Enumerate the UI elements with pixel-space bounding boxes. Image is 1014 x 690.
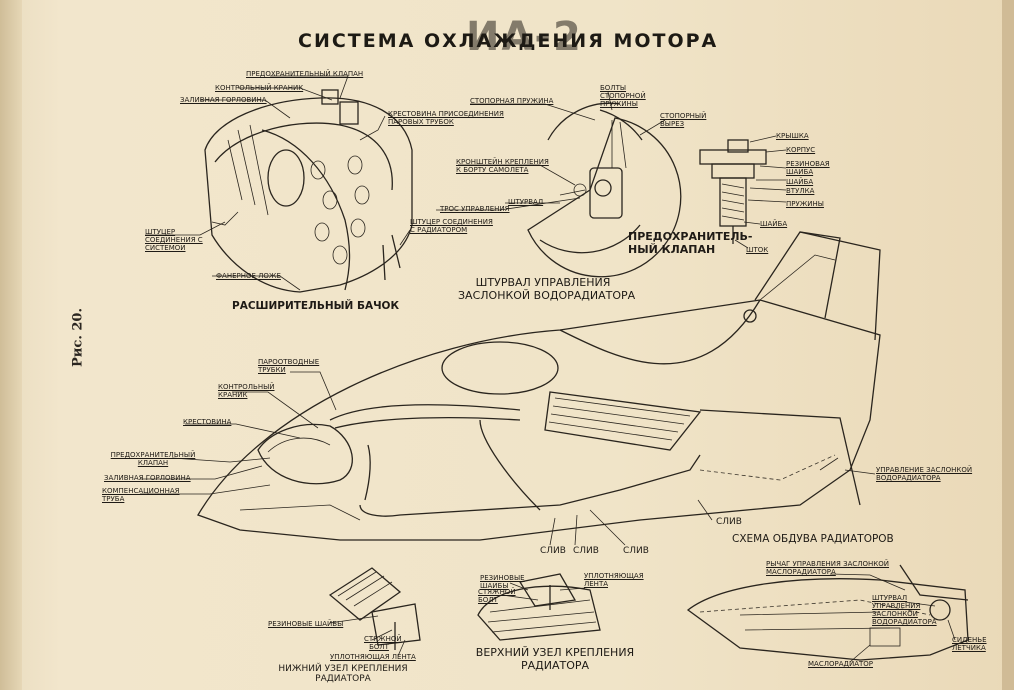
main-label-vapor-tubes: ПАРООТВОДНЫЕ ТРУБКИ bbox=[258, 358, 320, 374]
lower-mount-label-rubber-washers: РЕЗИНОВЫЕ ШАЙБЫ bbox=[268, 620, 344, 628]
lower-mount-label-tie-bolt: СТЯЖНОЙ БОЛТ bbox=[364, 635, 402, 651]
wheel-label-stop-pin-bolts: БОЛТЫ СТОПОРНОЙ ПРУЖИНЫ bbox=[600, 84, 646, 108]
valve-label-washer: ШАЙБА bbox=[786, 178, 814, 186]
wheel-label-stop-spring: СТОПОРНАЯ ПРУЖИНА bbox=[470, 97, 554, 105]
valve-caption-line2: НЫЙ КЛАПАН bbox=[628, 243, 716, 256]
wheel-caption-line2: ЗАСЛОНКОЙ ВОДОРАДИАТОРА bbox=[458, 289, 636, 302]
valve-label-rubber-washer: РЕЗИНОВАЯ ШАЙБА bbox=[786, 160, 830, 176]
tank-label-cross-piece: КРЕСТОВИНА ПРИСОЕДИНЕНИЯ ПАРОВЫХ ТРУБОК bbox=[388, 110, 504, 126]
tank-leader-lines bbox=[145, 75, 411, 291]
tank-caption: РАСШИРИТЕЛЬНЫЙ БАЧОК bbox=[232, 300, 400, 312]
main-label-drain-4: СЛИВ bbox=[623, 546, 649, 556]
main-label-flap-control: УПРАВЛЕНИЕ ЗАСЛОНКОЙ ВОДОРАДИАТОРА bbox=[876, 466, 973, 482]
wheel-caption: ШТУРВАЛ УПРАВЛЕНИЯ ЗАСЛОНКОЙ ВОДОРАДИАТО… bbox=[458, 276, 636, 302]
wheel-leader-lines bbox=[436, 91, 666, 211]
airflow-label-oil-flap-lever: РЫЧАГ УПРАВЛЕНИЯ ЗАСЛОНКОЙ МАСЛОРАДИАТОР… bbox=[766, 560, 890, 576]
upper-mount-label-seal-strip: УПЛОТНЯЮЩАЯ ЛЕНТА bbox=[584, 572, 644, 588]
main-label-safety-valve: ПРЕДОХРАНИТЕЛЬНЫЙ КЛАПАН bbox=[110, 451, 196, 467]
valve-label-cap: КРЫШКА bbox=[776, 132, 809, 140]
tank-label-filler-neck: ЗАЛИВНАЯ ГОРЛОВИНА bbox=[180, 96, 267, 104]
airflow-label-water-flap-wheel: ШТУРВАЛ УПРАВЛЕНИЯ ЗАСЛОНКОЙ ВОДОРАДИАТО… bbox=[872, 594, 937, 626]
main-label-cross: КРЕСТОВИНА bbox=[183, 418, 232, 426]
tank-label-control-valve: КОНТРОЛЬНЫЙ КРАНИК bbox=[215, 84, 304, 92]
airflow-label-seat-pilot: СИДЕНЬЕ ЛЕТЧИКА bbox=[952, 636, 987, 652]
lower-mount-leader-lines bbox=[329, 615, 406, 657]
wheel-label-stop-notch: СТОПОРНЫЙ ВЫРЕЗ bbox=[660, 112, 707, 128]
main-leader-lines bbox=[140, 371, 876, 546]
wheel-label-wheel: ШТУРВАЛ bbox=[508, 198, 544, 206]
tank-label-fitting-system: ШТУЦЕР СОЕДИНЕНИЯ С СИСТЕМОЙ bbox=[145, 228, 203, 252]
lower-mount-drawing bbox=[328, 567, 421, 650]
upper-mount-caption-line2: РАДИАТОРА bbox=[520, 659, 590, 672]
valve-label-springs: ПРУЖИНЫ bbox=[786, 200, 824, 208]
tank-label-safety-valve: ПРЕДОХРАНИТЕЛЬНЫЙ КЛАПАН bbox=[246, 70, 364, 78]
lower-mount-caption: НИЖНИЙ УЗЕЛ КРЕПЛЕНИЯ РАДИАТОРА bbox=[268, 664, 418, 684]
valve-label-body: КОРПУС bbox=[786, 146, 816, 154]
lower-mount-caption-line1: НИЖНИЙ УЗЕЛ КРЕПЛЕНИЯ bbox=[278, 664, 408, 674]
tank-label-fitting-radiator: ШТУЦЕР СОЕДИНЕНИЯ С РАДИАТОРОМ bbox=[410, 218, 493, 234]
main-label-drain-1: СЛИВ bbox=[716, 517, 742, 527]
airflow-leader-lines bbox=[829, 573, 956, 663]
main-label-filler-neck: ЗАЛИВНАЯ ГОРЛОВИНА bbox=[104, 474, 191, 482]
wheel-label-bracket: КРОНШТЕЙН КРЕПЛЕНИЯ К БОРТУ САМОЛЕТА bbox=[456, 158, 549, 174]
page-title: СИСТЕМА ОХЛАЖДЕНИЯ МОТОРА bbox=[298, 30, 719, 52]
main-label-drain-3: СЛИВ bbox=[573, 546, 599, 556]
main-label-drain-2: СЛИВ bbox=[540, 546, 566, 556]
airflow-caption: СХЕМА ОБДУВА РАДИАТОРОВ bbox=[732, 533, 894, 545]
upper-mount-label-rubber-washers: РЕЗИНОВЫЕ ШАЙБЫ bbox=[480, 574, 525, 590]
main-label-comp-tube: КОМПЕНСАЦИОННАЯ ТРУБА bbox=[102, 487, 180, 503]
valve-caption: ПРЕДОХРАНИТЕЛЬ- НЫЙ КЛАПАН bbox=[628, 230, 753, 256]
upper-mount-drawing bbox=[477, 573, 601, 641]
valve-label-stem: ШТОК bbox=[746, 246, 769, 254]
airflow-label-oil-radiator: МАСЛОРАДИАТОР bbox=[808, 660, 873, 668]
valve-leader-lines bbox=[734, 135, 787, 249]
valve-caption-line1: ПРЕДОХРАНИТЕЛЬ- bbox=[628, 230, 753, 243]
tank-label-plywood-bed: ФАНЕРНОЕ ЛОЖЕ bbox=[216, 272, 281, 280]
wheel-caption-line1: ШТУРВАЛ УПРАВЛЕНИЯ bbox=[475, 276, 611, 289]
lower-mount-label-seal-strip: УПЛОТНЯЮЩАЯ ЛЕНТА bbox=[330, 653, 416, 661]
lower-mount-caption-line2: РАДИАТОРА bbox=[315, 674, 371, 684]
upper-mount-caption-line1: ВЕРХНИЙ УЗЕЛ КРЕПЛЕНИЯ bbox=[475, 646, 635, 659]
safety-valve-drawing bbox=[699, 139, 767, 244]
valve-label-washer2: ШАЙБА bbox=[760, 220, 788, 228]
upper-mount-label-tie-bolt: СТЯЖНОЙ БОЛТ bbox=[478, 588, 516, 604]
fuselage-drawing bbox=[197, 231, 881, 541]
ghost-title: ИА-2 bbox=[466, 14, 583, 60]
expansion-tank-drawing bbox=[204, 89, 413, 293]
upper-mount-leader-lines bbox=[501, 582, 586, 601]
wheel-label-cable: ТРОС УПРАВЛЕНИЯ bbox=[440, 205, 510, 213]
airflow-scheme-drawing bbox=[686, 564, 969, 661]
control-wheel-drawing bbox=[527, 102, 682, 278]
valve-label-bushing: ВТУЛКА bbox=[786, 187, 815, 195]
upper-mount-caption: ВЕРХНИЙ УЗЕЛ КРЕПЛЕНИЯ РАДИАТОРА bbox=[470, 646, 640, 672]
main-label-control-cock: КОНТРОЛЬНЫЙ КРАНИК bbox=[218, 383, 275, 399]
